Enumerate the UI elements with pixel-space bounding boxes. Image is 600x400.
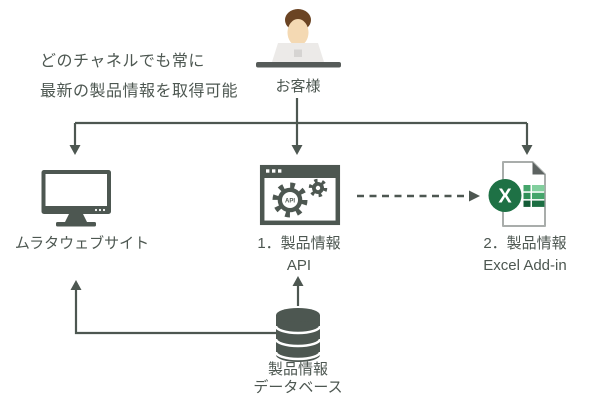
api-number-label: 1．製品情報 bbox=[257, 235, 341, 252]
arrowheads-down bbox=[69, 145, 533, 155]
customer-person-icon bbox=[256, 9, 341, 68]
small-gear-icon bbox=[308, 178, 328, 198]
excel-logo-letter: X bbox=[498, 186, 512, 208]
website-monitor-icon bbox=[41, 170, 111, 227]
database-label-line-1: 製品情報 bbox=[267, 361, 329, 378]
excel-number-label: 2．製品情報 bbox=[483, 235, 567, 252]
website-label: ムラタウェブサイト bbox=[14, 235, 150, 252]
excel-logo-icon: X bbox=[488, 179, 522, 212]
arrow-db-to-api bbox=[292, 276, 304, 306]
page-fold-icon bbox=[532, 162, 545, 175]
excel-name-label: Excel Add-in bbox=[483, 257, 567, 274]
api-browser-icon: API bbox=[259, 164, 341, 226]
desk-icon bbox=[256, 62, 341, 68]
customer-label: お客様 bbox=[275, 78, 321, 95]
annotation-line-2: 最新の製品情報を取得可能 bbox=[40, 83, 239, 100]
dashed-arrow-api-to-excel bbox=[357, 190, 480, 202]
excel-file-icon: X bbox=[488, 161, 546, 227]
api-name-label: API bbox=[286, 257, 312, 274]
database-icon bbox=[274, 308, 322, 362]
arrow-customer-branch bbox=[73, 98, 529, 146]
annotation-line-1: どのチャネルでも常に bbox=[40, 53, 205, 70]
arrow-db-to-website bbox=[70, 280, 277, 335]
database-label-line-2: データベース bbox=[253, 379, 343, 396]
api-gear-text: API bbox=[285, 198, 295, 204]
api-gear-icon: API bbox=[272, 182, 308, 218]
spreadsheet-grid-icon bbox=[523, 185, 545, 207]
laptop-icon bbox=[272, 43, 324, 62]
